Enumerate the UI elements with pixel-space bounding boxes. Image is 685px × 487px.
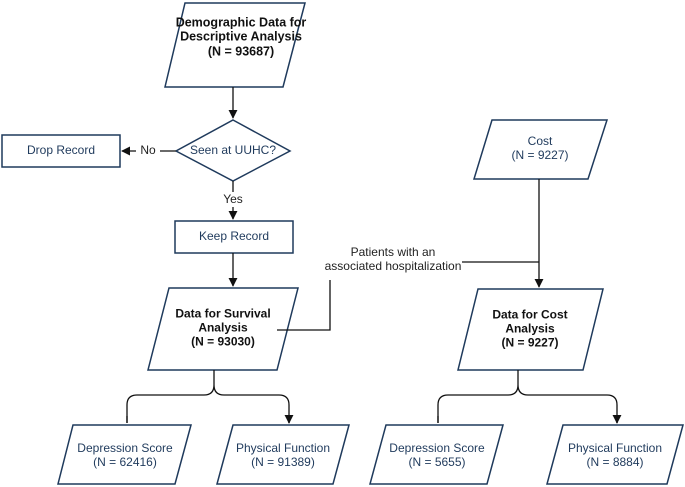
hospitalization-edge-label: Patients with an associated hospitalizat…	[324, 245, 462, 274]
cost-physical-title: Physical Function	[567, 441, 663, 456]
survival-depression-label: Depression Score (N = 62416)	[77, 441, 173, 470]
keep-record-label: Keep Record	[198, 229, 270, 244]
cost-physical-count: (N = 8884)	[586, 455, 644, 469]
cost-depression-parallelogram	[369, 424, 504, 485]
demographic-data-parallelogram	[164, 2, 306, 88]
demographic-data-title-line1: Demographic Data for	[175, 15, 307, 30]
survival-physical-count: (N = 91389)	[251, 455, 315, 469]
hospitalization-label-line1: Patients with an	[350, 245, 436, 260]
cost-depression-title: Depression Score	[389, 441, 485, 456]
demographic-data-label: Demographic Data for Descriptive Analysi…	[176, 15, 307, 58]
hospitalization-label-line2: associated hospitalization	[324, 259, 462, 273]
cost-source-count: (N = 9227)	[511, 148, 569, 162]
connector-survival-to-cost-analysis	[277, 261, 539, 331]
survival-analysis-title-line2: Analysis	[198, 320, 248, 335]
survival-analysis-label: Data for Survival Analysis (N = 93030)	[175, 307, 270, 348]
cost-physical-parallelogram	[546, 424, 684, 485]
cost-analysis-title-line2: Analysis	[505, 321, 555, 336]
survival-physical-title: Physical Function	[235, 441, 331, 456]
survival-depression-title: Depression Score	[77, 441, 173, 456]
cost-depression-label: Depression Score (N = 5655)	[389, 441, 485, 470]
survival-depression-parallelogram	[57, 424, 192, 485]
demographic-data-count: (N = 93687)	[207, 44, 275, 59]
connector-survival-split	[126, 370, 290, 423]
cost-source-label: Cost (N = 9227)	[511, 134, 569, 163]
survival-analysis-title-line1: Data for Survival	[175, 306, 271, 321]
survival-depression-count: (N = 62416)	[93, 455, 157, 469]
drop-record-label: Drop Record	[26, 143, 96, 158]
yes-edge-label: Yes	[223, 192, 243, 207]
cost-depression-count: (N = 5655)	[408, 455, 466, 469]
cost-analysis-title-line1: Data for Cost	[492, 307, 568, 322]
survival-analysis-count: (N = 93030)	[191, 333, 255, 348]
cost-source-title: Cost	[527, 134, 553, 149]
drop-record-box	[1, 134, 121, 168]
cost-source-parallelogram	[472, 119, 609, 180]
connector-cost-split	[437, 370, 618, 423]
seen-at-uuhc-label: Seen at UUHC?	[189, 143, 277, 158]
demographic-data-title-line2: Descriptive Analysis	[180, 29, 302, 44]
no-edge-label: No	[140, 143, 156, 158]
survival-physical-label: Physical Function (N = 91389)	[235, 441, 331, 470]
survival-analysis-parallelogram	[147, 287, 299, 371]
cost-analysis-count: (N = 9227)	[501, 334, 559, 349]
cost-analysis-parallelogram	[457, 288, 604, 371]
survival-physical-parallelogram	[216, 424, 350, 485]
connector-cost-split-arrowheads	[437, 416, 617, 423]
cost-physical-label: Physical Function (N = 8884)	[567, 441, 663, 470]
connector-survival-split-arrowheads	[126, 416, 289, 423]
cost-analysis-label: Data for Cost Analysis (N = 9227)	[492, 308, 567, 349]
